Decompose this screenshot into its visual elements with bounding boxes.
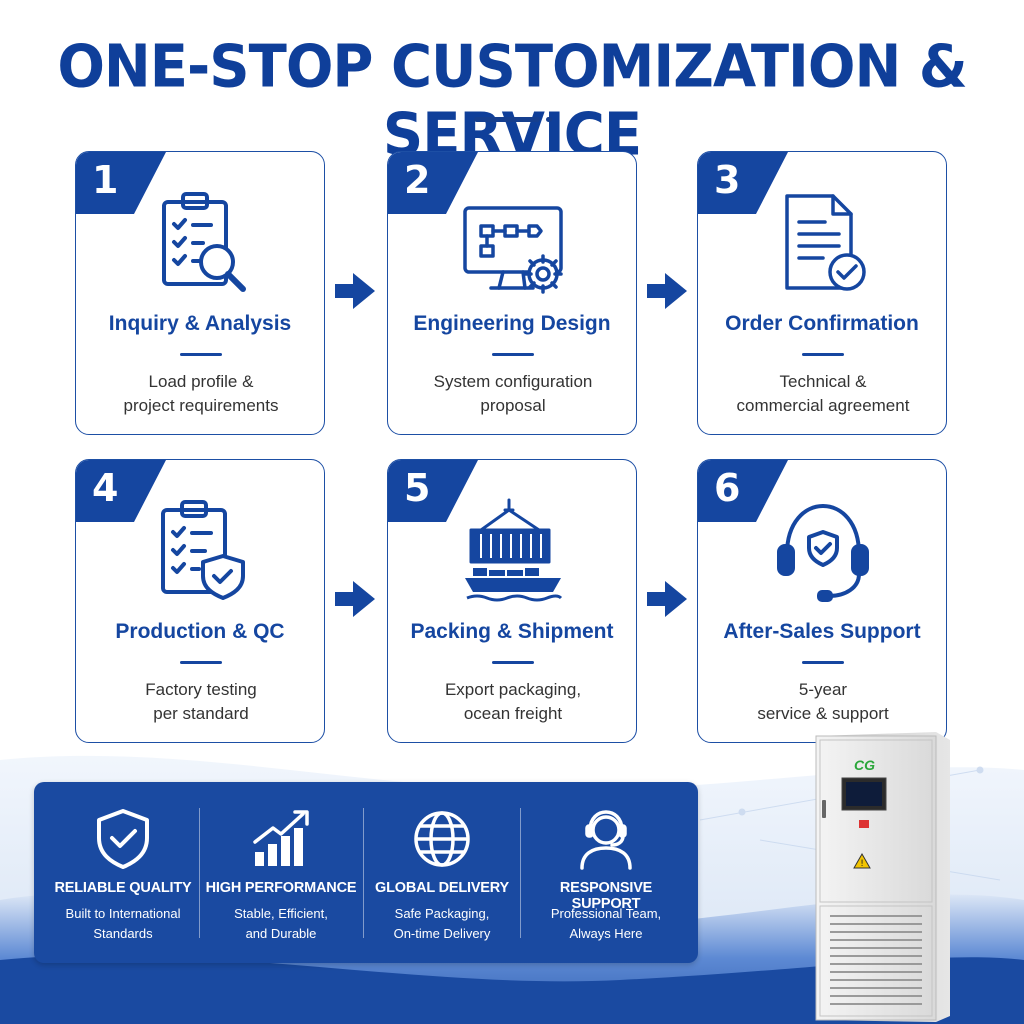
cargo-ship-icon (465, 498, 563, 602)
feature-desc-line: Professional Team, (550, 906, 662, 921)
feature-desc-line: and Durable (245, 926, 317, 941)
feature-desc-line: Built to International (65, 906, 181, 921)
step-number: 6 (714, 466, 741, 510)
step-card-6: 6 After-Sales Support 5-year service & s… (697, 459, 947, 743)
step-number: 4 (92, 466, 119, 510)
step-title-underline (180, 661, 222, 664)
step-desc-line: Export packaging, (444, 680, 582, 699)
step-title-underline (802, 661, 844, 664)
feature-divider (363, 808, 364, 938)
feature-desc-line: Standards (93, 926, 153, 941)
step-number: 5 (404, 466, 431, 510)
step-number-badge (388, 152, 478, 214)
step-card-3: 3 Order Confirmation Technical & commerc… (697, 151, 947, 435)
step-description: Factory testing per standard (86, 678, 316, 726)
step-desc-line: ocean freight (463, 704, 563, 723)
step-number-badge (76, 152, 166, 214)
step-description: 5-year service & support (708, 678, 938, 726)
feature-desc-line: Stable, Efficient, (234, 906, 328, 921)
feature-description: Stable, Efficient, and Durable (204, 904, 358, 944)
step-desc-line: commercial agreement (736, 396, 910, 415)
feature-description: Built to International Standards (48, 904, 198, 944)
step-title: Order Confirmation (725, 312, 919, 335)
step-description: Load profile & project requirements (86, 370, 316, 418)
step-description: Technical & commercial agreement (708, 370, 938, 418)
step-description: System configuration proposal (398, 370, 628, 418)
step-title: Packing & Shipment (410, 620, 614, 643)
step-title: Inquiry & Analysis (108, 312, 292, 335)
feature-divider (520, 808, 521, 938)
clipboard-search-icon (162, 192, 246, 292)
arrow-right-icon (647, 581, 687, 617)
arrow-right-icon (335, 273, 375, 309)
step-number-badge (76, 460, 166, 522)
feature-high-performance: HIGH PERFORMANCE Stable, Efficient, and … (204, 782, 358, 963)
bar-chart-arrow-icon (253, 810, 309, 866)
monitor-gear-icon (463, 206, 563, 294)
feature-description: Safe Packaging, On-time Delivery (368, 904, 516, 944)
step-title-underline (492, 661, 534, 664)
page-title: ONE-STOP CUSTOMIZATION & SERVICE (57, 32, 967, 170)
step-desc-line: per standard (153, 704, 249, 723)
step-title-underline (802, 353, 844, 356)
title-underline-dot (546, 117, 552, 122)
feature-desc-line: Safe Packaging, (394, 906, 490, 921)
clipboard-shield-icon (161, 500, 245, 600)
product-logo: CG (854, 757, 875, 773)
arrow-right-icon (335, 581, 375, 617)
support-agent-icon (580, 810, 632, 870)
document-check-icon (785, 194, 866, 291)
feature-desc-line: On-time Delivery (393, 926, 491, 941)
feature-title: RELIABLE QUALITY (54, 880, 192, 896)
feature-description: Professional Team, Always Here (524, 904, 688, 944)
feature-reliable-quality: RELIABLE QUALITY Built to International … (48, 782, 198, 963)
warning-symbol: ! (860, 859, 864, 869)
step-title: After-Sales Support (723, 620, 921, 643)
feature-responsive-support: RESPONSIVE SUPPORT Professional Team, Al… (524, 782, 688, 963)
shield-check-icon (97, 809, 149, 869)
headset-shield-icon (777, 504, 869, 602)
feature-global-delivery: GLOBAL DELIVERY Safe Packaging, On-time … (368, 782, 516, 963)
feature-title: HIGH PERFORMANCE (205, 880, 357, 896)
step-number-badge (698, 152, 788, 214)
step-description: Export packaging, ocean freight (398, 678, 628, 726)
step-desc-line: Technical & (779, 372, 867, 391)
step-number: 1 (92, 158, 119, 202)
features-panel: RELIABLE QUALITY Built to International … (34, 782, 698, 963)
title-underline (474, 117, 540, 122)
step-desc-line: Load profile & (148, 372, 254, 391)
feature-title: RESPONSIVE SUPPORT (559, 880, 653, 912)
step-desc-line: service & support (757, 704, 889, 723)
step-number-badge (698, 460, 788, 522)
globe-icon (414, 811, 470, 867)
step-number: 2 (404, 158, 431, 202)
step-title: Engineering Design (413, 312, 611, 335)
feature-title: GLOBAL DELIVERY (375, 880, 509, 896)
step-title-underline (492, 353, 534, 356)
feature-desc-line: Always Here (569, 926, 643, 941)
step-desc-line: 5-year (798, 680, 848, 699)
step-title-underline (180, 353, 222, 356)
step-title: Production & QC (115, 620, 285, 643)
step-desc-line: System configuration (433, 372, 593, 391)
arrow-right-icon (647, 273, 687, 309)
step-desc-line: project requirements (123, 396, 279, 415)
step-desc-line: Factory testing (145, 680, 257, 699)
step-card-5: 5 Packing & Shipment Export packaging, o… (387, 459, 637, 743)
step-desc-line: proposal (480, 396, 546, 415)
step-card-4: 4 Production & QC Factory testing per st… (75, 459, 325, 743)
step-number: 3 (714, 158, 741, 202)
step-number-badge (388, 460, 478, 522)
feature-divider (199, 808, 200, 938)
step-card-1: 1 Inquiry & Analysis Load profile & proj… (75, 151, 325, 435)
step-card-2: 2 Engineering Design System configuratio… (387, 151, 637, 435)
battery-cabinet-image: CG ! (815, 732, 950, 1022)
